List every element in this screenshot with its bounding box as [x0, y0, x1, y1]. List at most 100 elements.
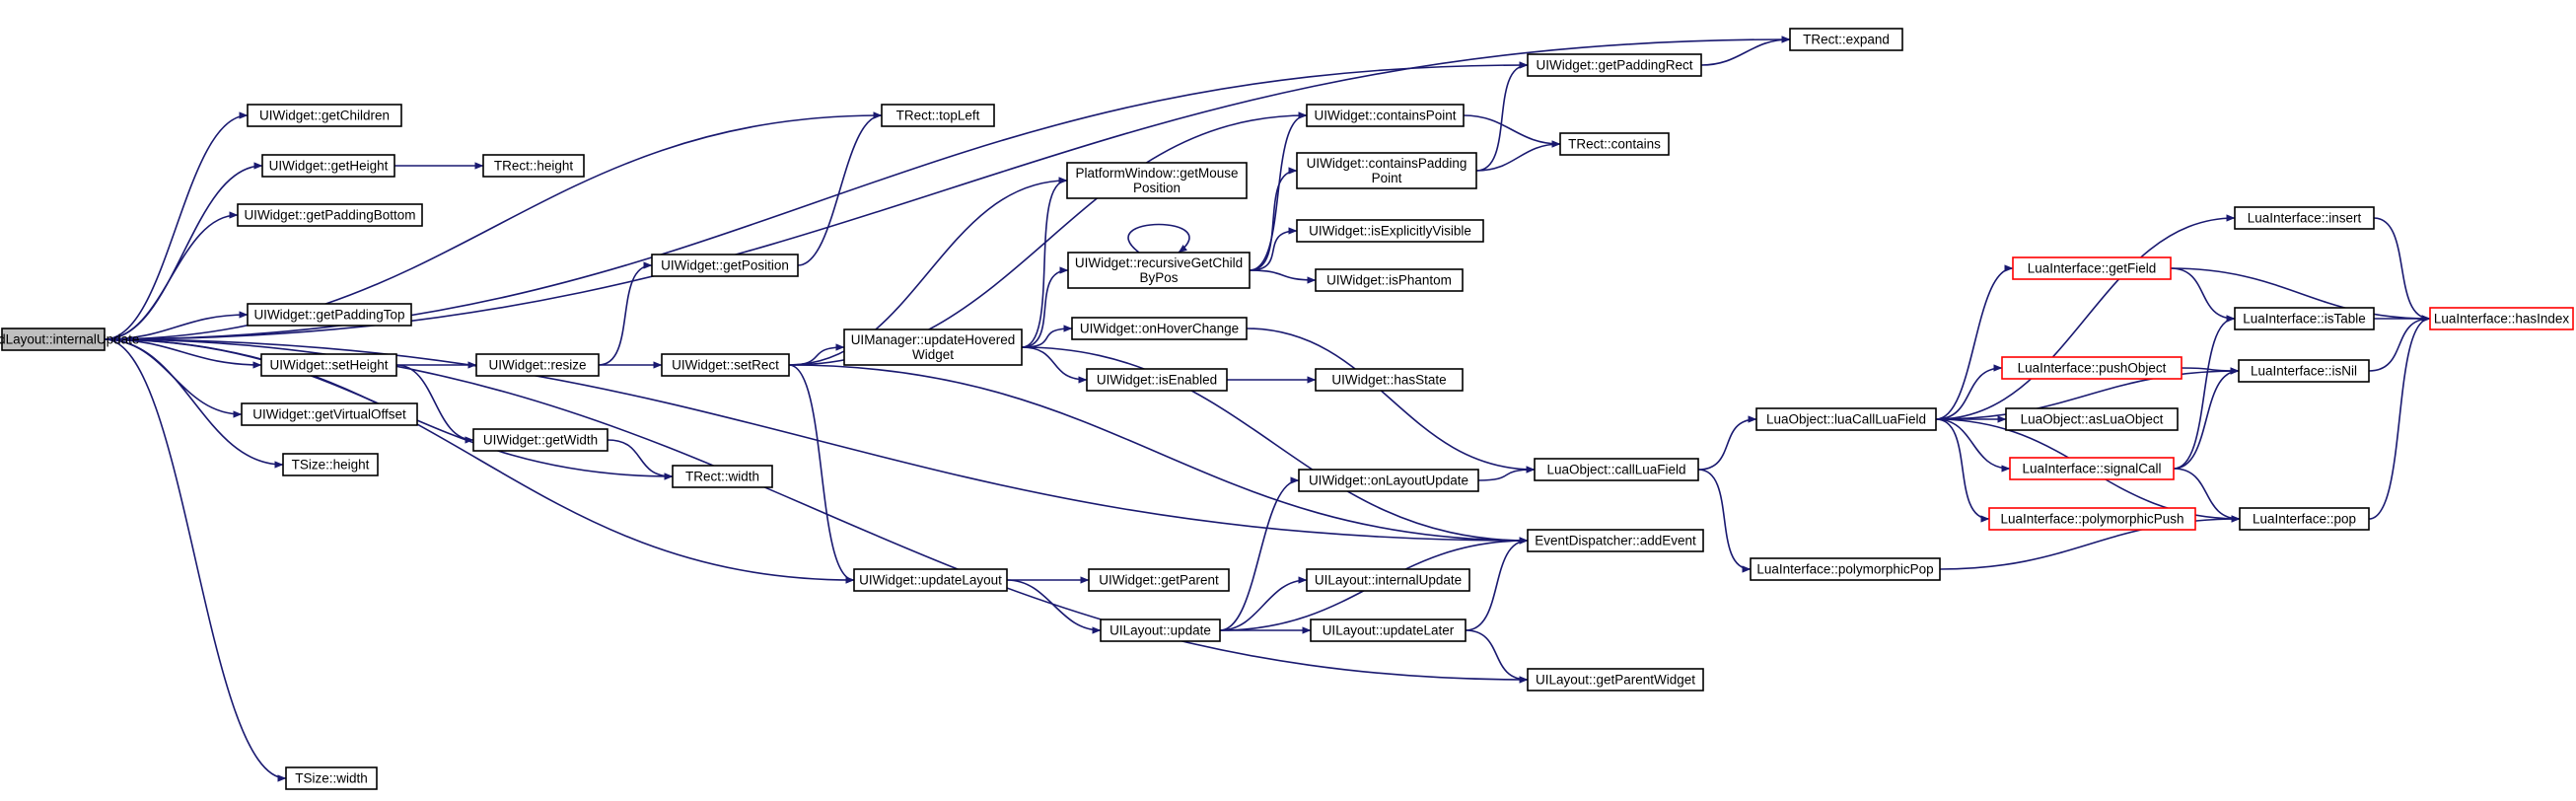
edge-recursive-get-child-to-recursive-get-child — [1127, 223, 1190, 254]
node-label: UIGridLayout::internalUpdate — [0, 332, 139, 347]
node-box — [241, 402, 418, 426]
node-label: UILayout::internalUpdate — [1315, 573, 1462, 588]
node-label: UIWidget::getParent — [1099, 573, 1219, 588]
node-set-rect[interactable]: UIWidget::setRect — [661, 353, 790, 377]
node-label: LuaInterface::isTable — [2243, 312, 2366, 327]
node-on-layout-update[interactable]: UIWidget::onLayoutUpdate — [1298, 469, 1479, 492]
node-get-parent[interactable]: UIWidget::getParent — [1088, 568, 1230, 592]
edge-update-hovered-to-add-event — [1021, 346, 1529, 545]
node-box — [1750, 557, 1941, 581]
node-is-nil[interactable]: LuaInterface::isNil — [2238, 359, 2370, 383]
edge-get-field-to-is-table — [2170, 267, 2236, 323]
node-box — [2238, 359, 2370, 383]
node-get-parent-widget[interactable]: UILayout::getParentWidget — [1527, 668, 1704, 692]
node-polymorphic-pop[interactable]: LuaInterface::polymorphicPop — [1750, 557, 1941, 581]
node-lua-call-lua-field[interactable]: LuaObject::luaCallLuaField — [1755, 407, 1937, 431]
node-layout-update[interactable]: UILayout::update — [1100, 619, 1221, 642]
node-has-index[interactable]: LuaInterface::hasIndex — [2429, 307, 2574, 330]
node-tsize-width[interactable]: TSize::width — [285, 766, 378, 790]
node-call-lua-field[interactable]: LuaObject::callLuaField — [1534, 458, 1699, 481]
node-get-width[interactable]: UIWidget::getWidth — [472, 428, 608, 452]
node-label: UIWidget::getChildren — [259, 109, 390, 123]
edge-lua-call-lua-field-to-polymorphic-push — [1935, 418, 1990, 523]
node-get-padding-top[interactable]: UIWidget::getPaddingTop — [247, 303, 412, 327]
node-get-padding-rect[interactable]: UIWidget::getPaddingRect — [1527, 53, 1702, 77]
node-label: TRect::topLeft — [896, 109, 980, 123]
node-box — [482, 154, 585, 178]
node-is-phantom[interactable]: UIWidget::isPhantom — [1315, 268, 1464, 292]
node-get-children[interactable]: UIWidget::getChildren — [247, 104, 402, 127]
edge-update-hovered-to-recursive-get-child — [1021, 266, 1069, 348]
node-box — [247, 303, 412, 327]
node-layout-internal-update[interactable]: UILayout::internalUpdate — [1306, 568, 1470, 592]
edge-push-object-to-is-nil — [2181, 367, 2240, 375]
node-is-explicitly-visible[interactable]: UIWidget::isExplicitlyVisible — [1296, 219, 1484, 243]
node-label: LuaInterface::pushObject — [2018, 361, 2167, 376]
node-as-lua-object[interactable]: LuaObject::asLuaObject — [2005, 407, 2179, 431]
node-label: PlatformWindow::getMouse — [1075, 166, 1238, 181]
node-on-hover-change[interactable]: UIWidget::onHoverChange — [1071, 317, 1248, 340]
node-box — [853, 568, 1008, 592]
node-label: LuaInterface::signalCall — [2022, 462, 2161, 476]
node-update-later[interactable]: UILayout::updateLater — [1310, 619, 1467, 642]
edge-signal-call-to-is-nil — [2173, 367, 2240, 470]
node-get-height[interactable]: UIWidget::getHeight — [261, 154, 395, 178]
node-box — [2429, 307, 2574, 330]
node-trect-width[interactable]: TRect::width — [672, 465, 773, 488]
node-box — [282, 453, 379, 476]
node-is-table[interactable]: LuaInterface::isTable — [2234, 307, 2375, 330]
node-label: LuaInterface::getField — [2028, 261, 2157, 276]
node-set-height[interactable]: UIWidget::setHeight — [260, 353, 397, 377]
node-box — [651, 254, 799, 277]
edge-recursive-get-child-to-is-explicitly-visible — [1249, 227, 1298, 271]
node-resize[interactable]: UIWidget::resize — [475, 353, 600, 377]
node-box — [1527, 53, 1702, 77]
edge-set-rect-to-update-layout — [788, 364, 855, 584]
node-label: UIWidget::onLayoutUpdate — [1309, 473, 1468, 488]
node-label: UIWidget::setRect — [672, 358, 779, 373]
node-pop[interactable]: LuaInterface::pop — [2239, 507, 2370, 531]
node-label: UIWidget::containsPadding — [1307, 156, 1467, 171]
node-root[interactable]: UIGridLayout::internalUpdate — [0, 328, 139, 351]
node-signal-call[interactable]: LuaInterface::signalCall — [2009, 457, 2175, 480]
node-box — [1789, 28, 1903, 51]
node-label: UIWidget::resize — [488, 358, 586, 373]
node-label: LuaObject::luaCallLuaField — [1766, 412, 1926, 427]
node-tsize-height[interactable]: TSize::height — [282, 453, 379, 476]
edge-root-to-trect-top-left — [104, 111, 883, 340]
node-label: UILayout::getParentWidget — [1536, 673, 1695, 688]
node-polymorphic-push[interactable]: LuaInterface::polymorphicPush — [1988, 507, 2196, 531]
node-push-object[interactable]: LuaInterface::pushObject — [2001, 356, 2182, 380]
node-trect-contains[interactable]: TRect::contains — [1559, 132, 1670, 156]
node-box — [1066, 162, 1248, 199]
node-insert[interactable]: LuaInterface::insert — [2234, 206, 2375, 230]
node-add-event[interactable]: EventDispatcher::addEvent — [1527, 529, 1704, 552]
node-trect-height[interactable]: TRect::height — [482, 154, 585, 178]
node-is-enabled[interactable]: UIWidget::isEnabled — [1086, 368, 1228, 392]
node-box — [1088, 568, 1230, 592]
node-get-virtual-offset[interactable]: UIWidget::getVirtualOffset — [241, 402, 418, 426]
edge-call-lua-field-to-lua-call-lua-field — [1697, 415, 1757, 471]
node-box — [2012, 256, 2172, 280]
node-get-position[interactable]: UIWidget::getPosition — [651, 254, 799, 277]
edge-on-layout-update-to-call-lua-field — [1477, 466, 1536, 481]
node-box — [260, 353, 397, 377]
node-has-state[interactable]: UIWidget::hasState — [1315, 368, 1464, 392]
node-label: UIWidget::isEnabled — [1097, 373, 1217, 388]
node-label: Position — [1133, 181, 1181, 195]
edge-signal-call-to-is-table — [2173, 315, 2236, 470]
node-trect-top-left[interactable]: TRect::topLeft — [881, 104, 995, 127]
node-get-field[interactable]: LuaInterface::getField — [2012, 256, 2172, 280]
node-contains-point[interactable]: UIWidget::containsPoint — [1306, 104, 1465, 127]
node-get-padding-bottom[interactable]: UIWidget::getPaddingBottom — [237, 203, 423, 227]
node-label: UIWidget::isPhantom — [1326, 273, 1452, 288]
node-update-layout[interactable]: UIWidget::updateLayout — [853, 568, 1008, 592]
node-box — [672, 465, 773, 488]
node-trect-expand[interactable]: TRect::expand — [1789, 28, 1903, 51]
node-box — [1100, 619, 1221, 642]
